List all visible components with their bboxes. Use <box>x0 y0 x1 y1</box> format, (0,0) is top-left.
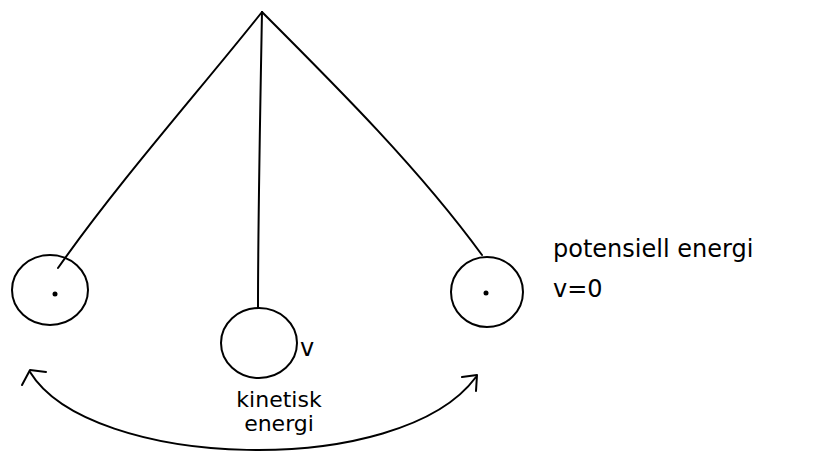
string <box>58 12 262 268</box>
arrow-head <box>22 370 46 385</box>
energy-label: potensiell energi <box>553 236 753 262</box>
energy-label: kinetisk energi <box>222 388 336 436</box>
bob <box>12 255 88 325</box>
bob <box>451 257 523 327</box>
velocity-label: v <box>300 335 314 361</box>
velocity-label: v=0 <box>553 276 603 302</box>
swing-arc <box>30 372 476 450</box>
dot <box>53 292 58 297</box>
bob <box>221 308 297 378</box>
arrow-head <box>462 375 477 391</box>
string <box>258 12 262 308</box>
dot <box>484 291 489 296</box>
string <box>262 12 482 255</box>
